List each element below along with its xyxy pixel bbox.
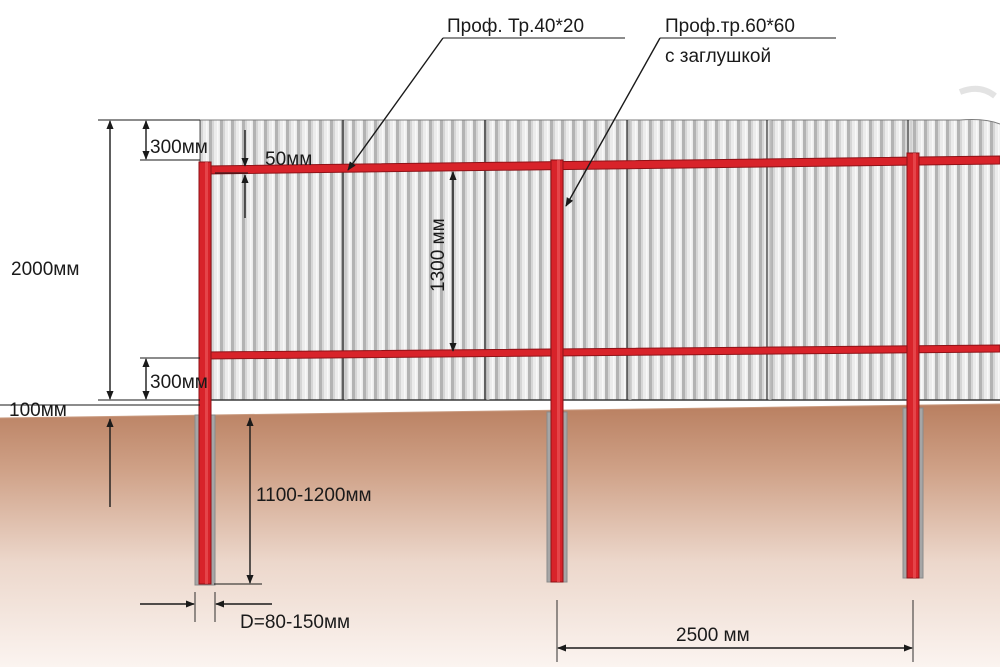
label-profile-post-cap: с заглушкой xyxy=(665,46,771,67)
ground-soil xyxy=(0,403,1000,667)
leader-lines xyxy=(347,37,836,207)
label-top-offset: 300мм xyxy=(150,137,208,158)
label-bottom-offset: 300мм xyxy=(150,372,208,393)
label-depth: 1100-1200мм xyxy=(256,485,372,506)
label-rail-spacing: 1300 мм xyxy=(428,218,449,292)
dimension-lines xyxy=(0,119,914,662)
labels: Проф. Тр.40*20 Проф.тр.60*60 с заглушкой… xyxy=(9,16,795,646)
label-ground-gap: 100мм xyxy=(9,400,67,421)
label-post-spacing: 2500 мм xyxy=(676,625,750,646)
label-rail-gap: 50мм xyxy=(265,149,312,170)
label-height-total: 2000мм xyxy=(11,259,79,280)
posts xyxy=(198,152,920,585)
label-diameter: D=80-150мм xyxy=(240,612,350,633)
label-profile-post: Проф.тр.60*60 xyxy=(665,16,795,37)
label-profile-rail: Проф. Тр.40*20 xyxy=(447,16,584,37)
